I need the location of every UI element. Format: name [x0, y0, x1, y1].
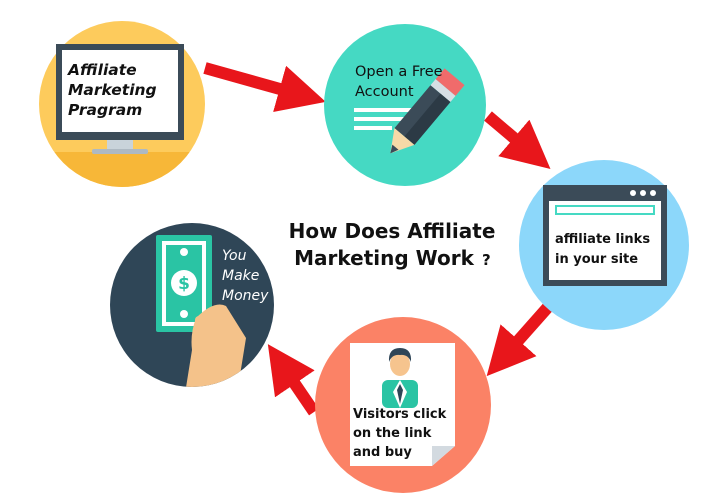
monitor-icon [56, 44, 184, 154]
step-1-node: Affiliate Marketing Pragram [39, 21, 205, 187]
diagram-title: How Does Affiliate Marketing Work ? [289, 219, 496, 270]
step-2-node: Open a Free Account [324, 24, 486, 186]
businessman-document-icon [350, 343, 455, 466]
step-4-label: Visitors click on the link and buy [353, 407, 451, 460]
arrow-step4-to-step5 [267, 344, 319, 416]
step-2-circle [324, 24, 486, 186]
arrow-step3-to-step4 [486, 303, 553, 377]
arrow-step1-to-step2 [203, 62, 326, 112]
step-3-label: affiliate links in your site [555, 232, 655, 267]
svg-text:$: $ [178, 274, 190, 294]
pencil-document-icon [354, 68, 465, 154]
step-2-label: Open a Free Account [355, 64, 447, 100]
step-1-shadow [39, 152, 205, 187]
step-3-node: affiliate links in your site [519, 160, 689, 330]
step-1-label: Affiliate Marketing Pragram [67, 61, 162, 119]
step-5-label: You Make Money [222, 248, 269, 304]
hand-money-icon: $ [156, 235, 246, 387]
title-line-1: How Does Affiliate [289, 219, 496, 243]
step-4-node: Visitors click on the link and buy [315, 317, 491, 493]
flow-arrows [203, 62, 553, 416]
title-question-mark: ? [482, 251, 491, 269]
step-5-node: $ You Make Money [110, 223, 274, 387]
arrow-step2-to-step3 [484, 111, 551, 169]
browser-window-icon [543, 185, 667, 286]
title-line-2: Marketing Work [294, 246, 474, 270]
